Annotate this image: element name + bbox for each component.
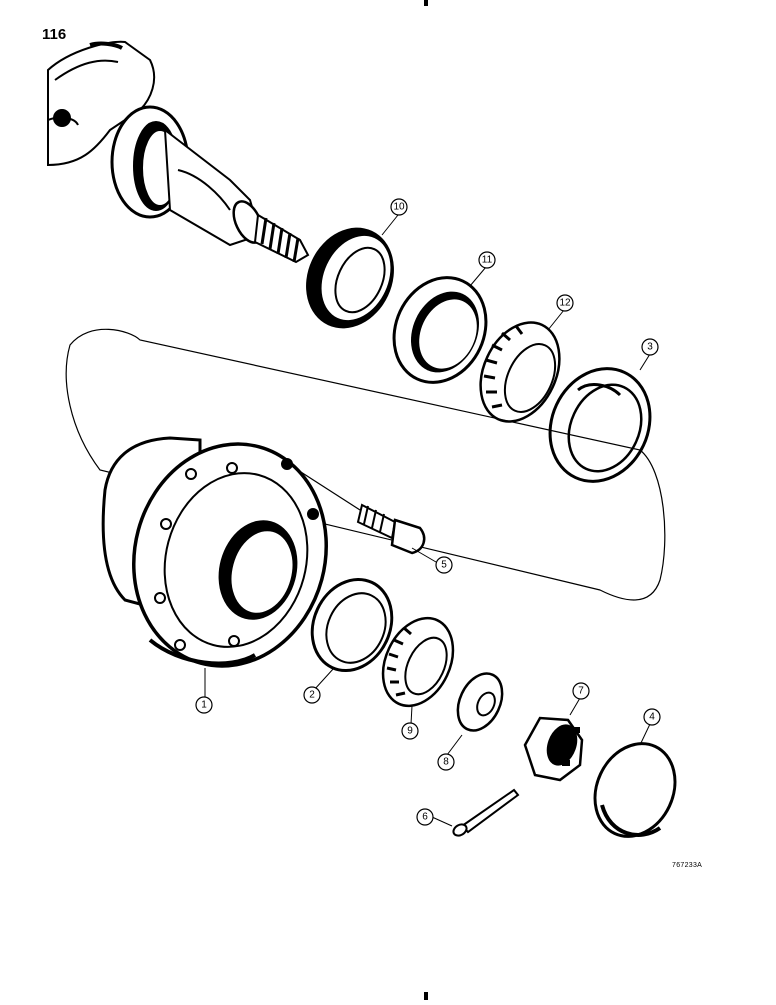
callout-2: 2 [303,686,321,704]
part-5-stud-bolt [356,503,426,555]
bottom-registration-mark [424,992,428,1000]
callout-8: 8 [437,753,455,771]
part-8-washer [456,672,504,732]
callout-3-label: 3 [647,342,653,353]
axle-spindle [47,40,310,264]
callout-6: 6 [416,808,434,826]
callout-11-label: 11 [482,255,493,266]
callout-1-label: 1 [201,700,207,711]
thread-end [253,213,310,264]
figure-code: 767233A [672,862,703,869]
part-11-bearing-cup [392,276,488,384]
page-number: 116 [42,26,67,43]
callout-9-label: 9 [407,726,413,737]
callout-5: 5 [435,556,453,574]
callout-10: 10 [390,198,408,216]
callout-6-label: 6 [422,812,428,823]
callout-3: 3 [641,338,659,356]
callout-1: 1 [195,696,213,714]
part-7-castle-nut [523,716,584,782]
callout-4: 4 [643,708,661,726]
part-3-bearing-cup [548,367,652,483]
callout-7: 7 [572,682,590,700]
part-2-bearing-cup [310,577,394,673]
bolt-guide-line [289,464,361,511]
callout-10-label: 10 [393,202,405,213]
part-6-cotter-pin [452,788,520,837]
part-12-cone-bearing [479,321,561,423]
top-registration-mark [424,0,428,6]
assembly-loop-line [65,328,666,601]
callout-2-label: 2 [309,690,315,701]
part-4-cap [593,742,677,838]
callout-8-label: 8 [443,757,449,768]
part-9-cone-bearing [381,616,455,708]
callout-12-label: 12 [559,298,571,309]
callout-12: 12 [556,294,574,312]
callout-4-label: 4 [649,712,655,723]
part-10-seal [306,227,394,329]
callout-5-label: 5 [441,560,447,571]
part-1-hub [101,436,328,668]
callout-9: 9 [401,722,419,740]
callout-7-label: 7 [578,686,584,697]
callout-11: 11 [478,251,496,269]
callout-leaders [204,214,651,827]
